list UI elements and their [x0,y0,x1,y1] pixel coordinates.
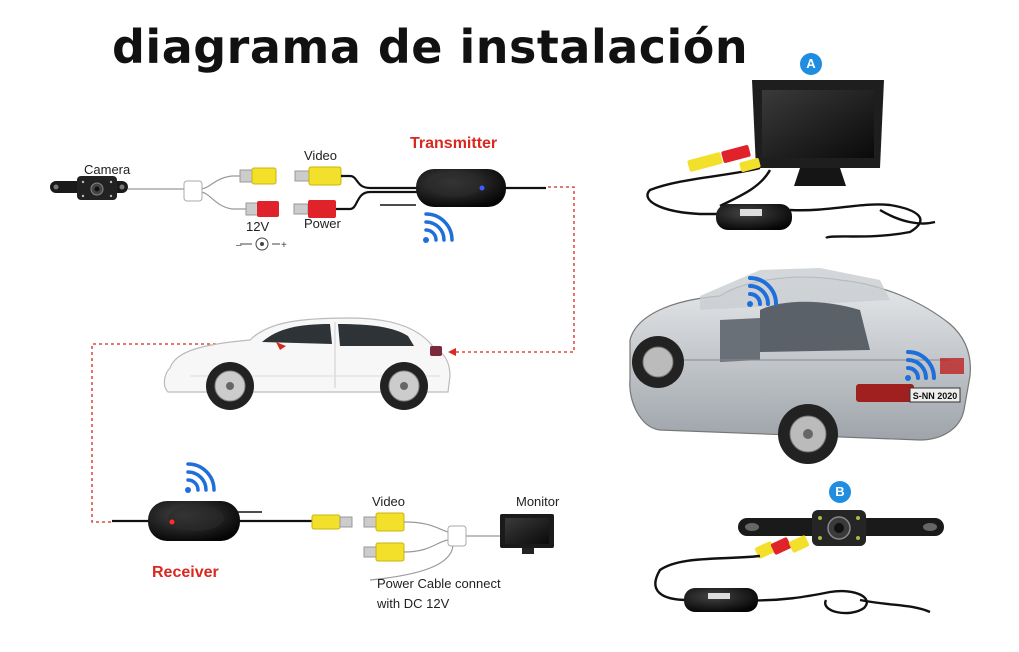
monitor-label: Monitor [516,494,560,509]
kit-b-camera [738,510,944,546]
receiver-cables [112,511,312,523]
rca-yellow-left [239,167,277,185]
kit-b-cables [654,554,931,615]
receiver-box [148,501,240,541]
page-title: diagrama de instalación [112,20,749,74]
camera-cables [128,175,250,210]
kit-b-plugs [754,535,810,559]
dc-red-right [293,200,336,218]
camera-device [50,176,128,200]
monitor-cables [369,521,500,581]
dc-symbol [240,237,280,251]
small-monitor [500,514,554,554]
signal-path [91,186,575,523]
wifi-icon-car-front [747,276,778,307]
kit-b-receiver [684,588,758,612]
kit-a-transmitter [716,204,792,230]
rca-yellow-bottom-1 [311,514,353,530]
dc-plus: + [281,240,287,251]
transmitter-cables [336,174,546,211]
power-cable-note-2: with DC 12V [377,596,450,611]
xray-car [629,268,971,464]
transmitter-box [416,169,506,207]
receiver-label: Receiver [152,564,219,581]
dc-minus: – [236,240,242,251]
dc-red-left [245,201,279,217]
kit-a-cables [646,166,936,240]
kit-a-monitor [752,80,884,186]
transmitter-label: Transmitter [410,135,498,152]
wifi-icon-transmitter [423,212,454,243]
power-cable-note-1: Power Cable connect [377,576,501,591]
rca-yellow-bottom-3 [363,542,405,562]
wifi-icon-car-rear [905,350,936,381]
camera-label: Camera [84,162,131,177]
badge-a: A [800,53,822,75]
wifi-icon-receiver [185,462,216,493]
kit-a-plugs [687,145,761,172]
power-label: Power [304,216,341,231]
12v-label: 12V [246,219,270,234]
rca-yellow-right [294,166,342,186]
white-car [163,317,451,410]
license-plate-text: S-NN 2020 [913,391,958,401]
signal-arrow [448,348,456,356]
rca-yellow-bottom-2 [363,512,405,532]
badge-b: B [829,481,851,503]
video-label-bottom: Video [372,494,406,509]
video-label-top: Video [304,148,338,163]
